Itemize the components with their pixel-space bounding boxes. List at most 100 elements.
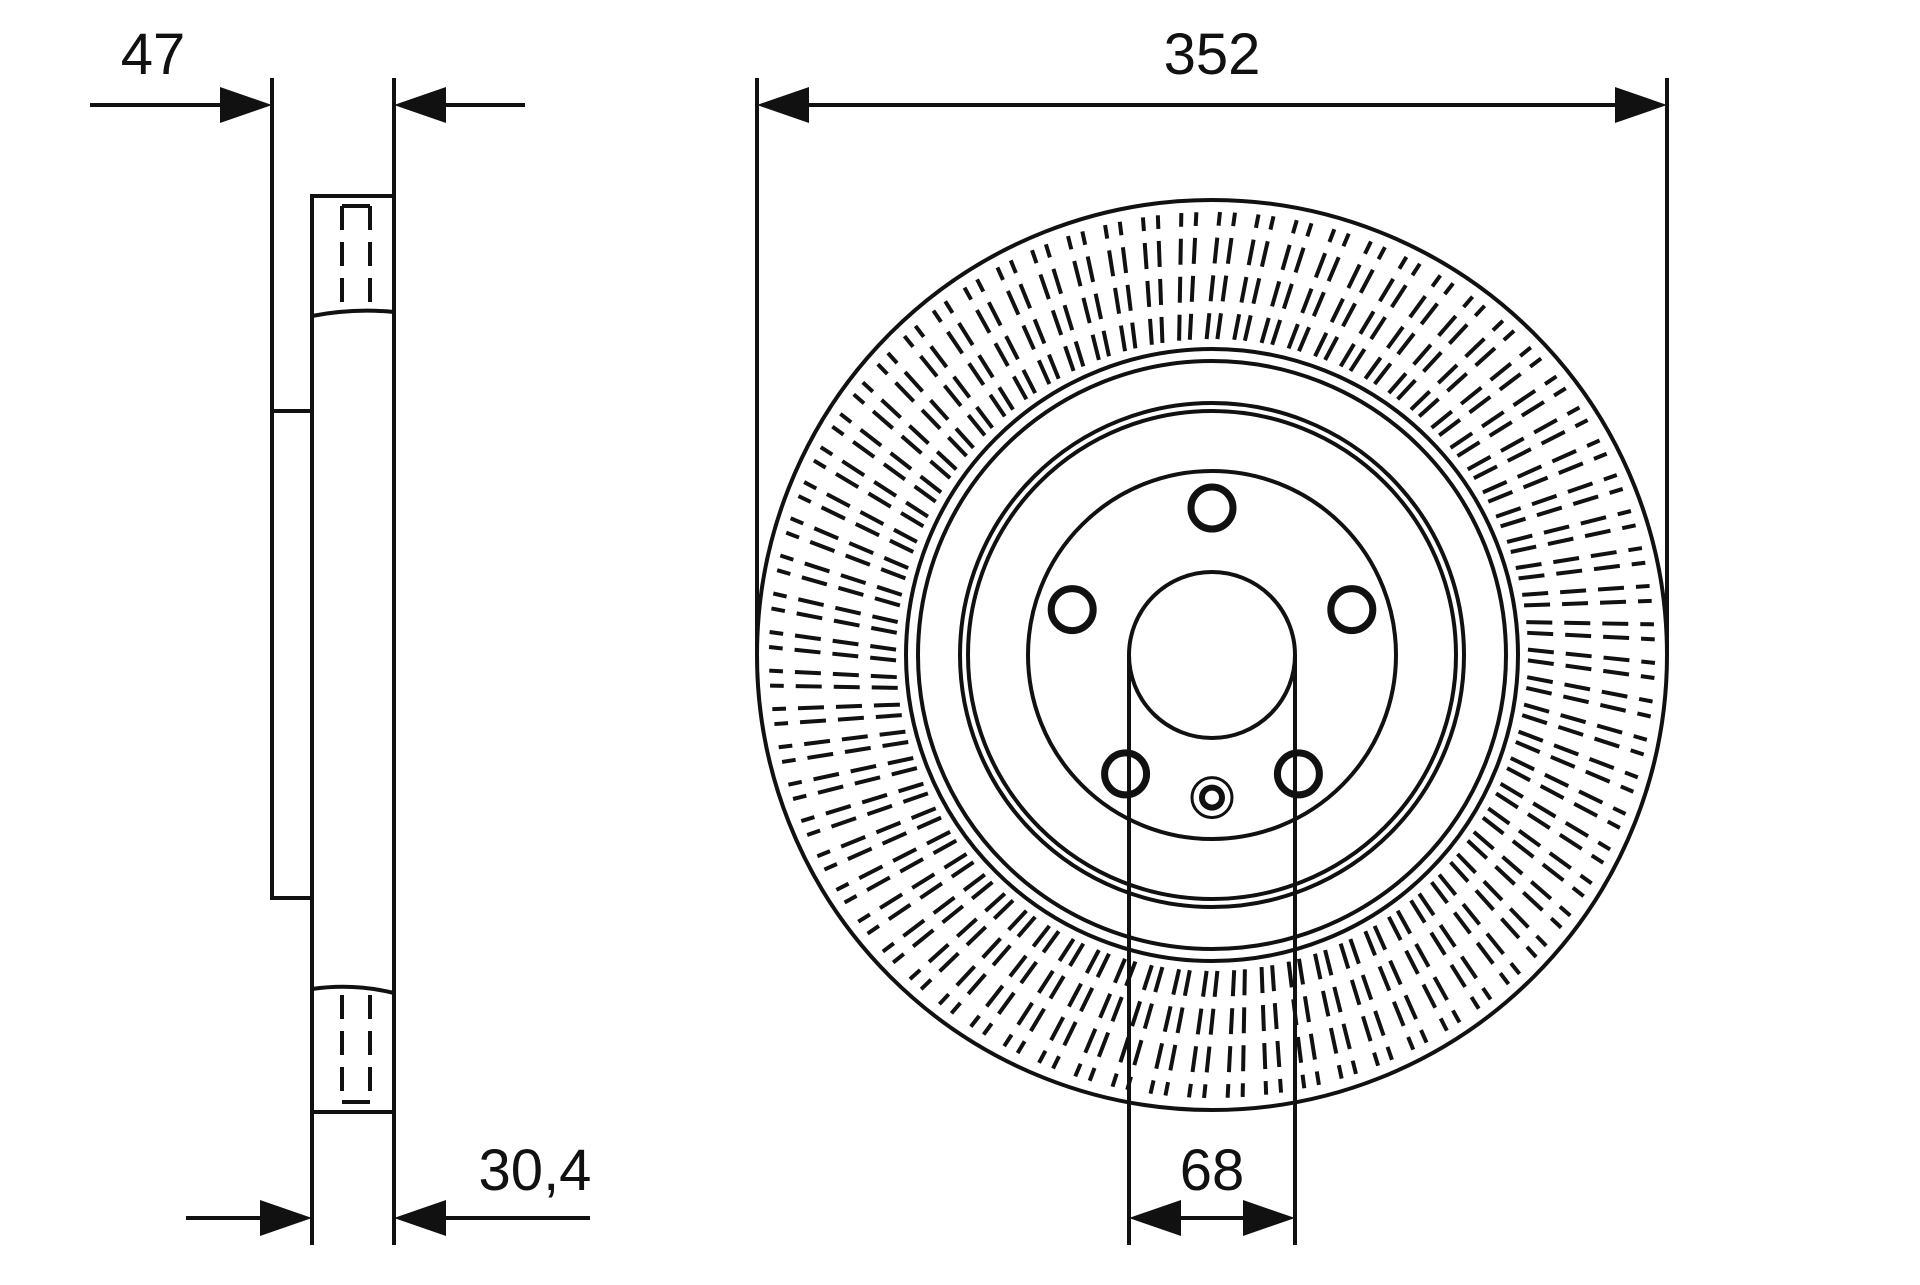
vent-channel <box>982 930 1061 1036</box>
vent-channel <box>1242 215 1276 342</box>
vent-channel <box>1002 937 1076 1048</box>
vent-channel <box>1518 560 1646 581</box>
vent-channel <box>908 892 1007 981</box>
vent-channel <box>1338 943 1381 1067</box>
center-bore <box>1127 570 1297 740</box>
vent-channel <box>1409 319 1505 411</box>
vent-channel <box>1148 968 1182 1095</box>
vent-channel <box>886 351 975 450</box>
vent-channel <box>1449 860 1538 959</box>
vent-channel <box>1043 243 1086 367</box>
dimension-352-label: 352 <box>1163 22 1261 87</box>
vent-channel <box>1430 345 1533 430</box>
vent-channel <box>792 766 918 801</box>
vent-channel <box>781 739 909 764</box>
vent-channel <box>1073 958 1127 1078</box>
vent-channel <box>1202 970 1220 1099</box>
vent-channel <box>943 300 1015 411</box>
vent-channel <box>969 924 1051 1028</box>
vent-channel <box>1515 740 1635 794</box>
vent-channel <box>1395 909 1462 1024</box>
dimension-47-label: 47 <box>120 22 186 87</box>
vent-channel <box>937 909 1028 1006</box>
vent-channel <box>1259 967 1269 1095</box>
vent-channel <box>1163 969 1192 1096</box>
vent-channel <box>1449 374 1558 450</box>
vent-channel <box>1066 235 1101 361</box>
vent-channel <box>1523 702 1648 742</box>
vent-channel <box>835 830 952 892</box>
vent-channel <box>1506 766 1621 830</box>
side-view-profile <box>270 78 396 1245</box>
vent-channel <box>1348 938 1394 1061</box>
vent-channel <box>1186 970 1209 1098</box>
vent-channel <box>819 445 930 519</box>
bolt-hole <box>1047 585 1097 635</box>
vent-channel <box>803 480 918 544</box>
vent-channel <box>1297 232 1351 352</box>
vent-channel <box>975 278 1037 395</box>
vent-channel <box>1417 329 1516 418</box>
vent-channel <box>1487 806 1593 885</box>
vent-channel <box>1525 685 1652 719</box>
friction-inner-edge <box>904 347 1520 963</box>
vent-channel <box>1125 966 1165 1091</box>
vent-channel <box>881 873 986 954</box>
vent-channel <box>1373 282 1455 386</box>
vent-channel <box>1296 958 1321 1086</box>
vent-channel <box>1117 221 1138 349</box>
vent-channel <box>1051 952 1111 1070</box>
bolt-hole <box>1101 749 1151 799</box>
vent-channel <box>785 530 907 581</box>
vent-channel <box>1387 295 1475 395</box>
vent-channel <box>1372 925 1429 1044</box>
vent-channel <box>774 713 902 727</box>
vent-channel <box>1437 873 1522 976</box>
vent-channel <box>1030 249 1076 372</box>
vent-channel <box>1286 228 1337 350</box>
vent-channel <box>771 606 898 635</box>
vent-channel <box>806 791 929 837</box>
vent-channel <box>1481 816 1585 898</box>
vent-channel <box>1417 892 1493 1001</box>
vent-channel <box>919 899 1015 991</box>
vent-channel <box>770 683 898 690</box>
front-view-disc <box>755 78 1669 1245</box>
vent-channel <box>1338 255 1409 368</box>
vent-channel <box>768 645 897 663</box>
vent-channel <box>831 425 937 504</box>
vent-channel <box>1363 274 1442 380</box>
vent-channel <box>769 668 897 680</box>
vent-channel <box>1499 781 1612 852</box>
vent-channel <box>1466 405 1581 472</box>
vent-channel <box>1487 451 1608 504</box>
vent-channel <box>1232 214 1261 341</box>
vent-channel <box>776 568 901 608</box>
vent-channel <box>772 591 899 625</box>
vent-channel <box>1526 675 1653 704</box>
vent-channel <box>876 362 968 458</box>
vent-channel <box>1270 965 1284 1093</box>
vent-channel <box>1524 598 1652 608</box>
vent-channel <box>1456 852 1548 948</box>
vent-channel <box>800 781 924 824</box>
vent-channel <box>1396 304 1487 401</box>
vent-channel <box>1323 949 1358 1075</box>
vent-channel <box>823 815 942 872</box>
vent-channel <box>1037 949 1101 1064</box>
vent-channel <box>995 266 1052 385</box>
hat-section <box>270 409 314 900</box>
vent-channel <box>857 852 968 924</box>
outer-edge <box>755 198 1669 1112</box>
vent-channel <box>1522 583 1650 597</box>
vent-channel <box>1270 222 1314 346</box>
vent-channel <box>962 286 1029 401</box>
vent-channel <box>1080 230 1111 357</box>
vent-channel <box>789 516 909 570</box>
vent-channel <box>861 380 958 471</box>
vent-channel <box>1155 215 1165 343</box>
vent-channel <box>1204 211 1222 340</box>
vent-channel <box>839 412 943 494</box>
